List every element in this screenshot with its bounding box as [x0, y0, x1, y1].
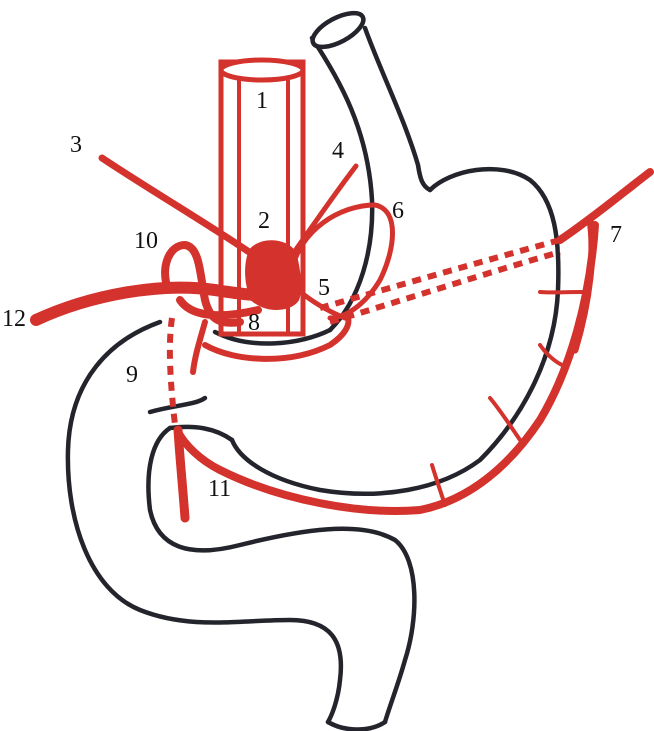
esophagus-opening	[308, 6, 369, 53]
splenic-artery-dashed	[320, 240, 560, 308]
label-3: 3	[70, 132, 82, 158]
label-5: 5	[318, 275, 330, 301]
aorta-top	[221, 60, 303, 80]
label-10: 10	[134, 228, 158, 254]
label-11: 11	[208, 476, 231, 502]
duodenum-end	[328, 722, 385, 730]
esophagus-outline-right	[365, 28, 430, 190]
celiac-trunk	[246, 241, 300, 309]
label-12: 12	[2, 306, 26, 332]
label-8: 8	[248, 310, 260, 336]
stomach-outline	[68, 6, 559, 729]
duodenum-outer	[68, 322, 341, 722]
label-7: 7	[610, 222, 622, 248]
duodenum-inner	[148, 428, 414, 722]
pylorus-cut-upper	[150, 398, 205, 412]
label-4: 4	[332, 138, 344, 164]
label-1: 1	[256, 88, 268, 114]
label-9: 9	[126, 362, 138, 388]
artery-7	[560, 172, 650, 240]
label-2: 2	[258, 208, 270, 234]
label-6: 6	[392, 198, 404, 224]
